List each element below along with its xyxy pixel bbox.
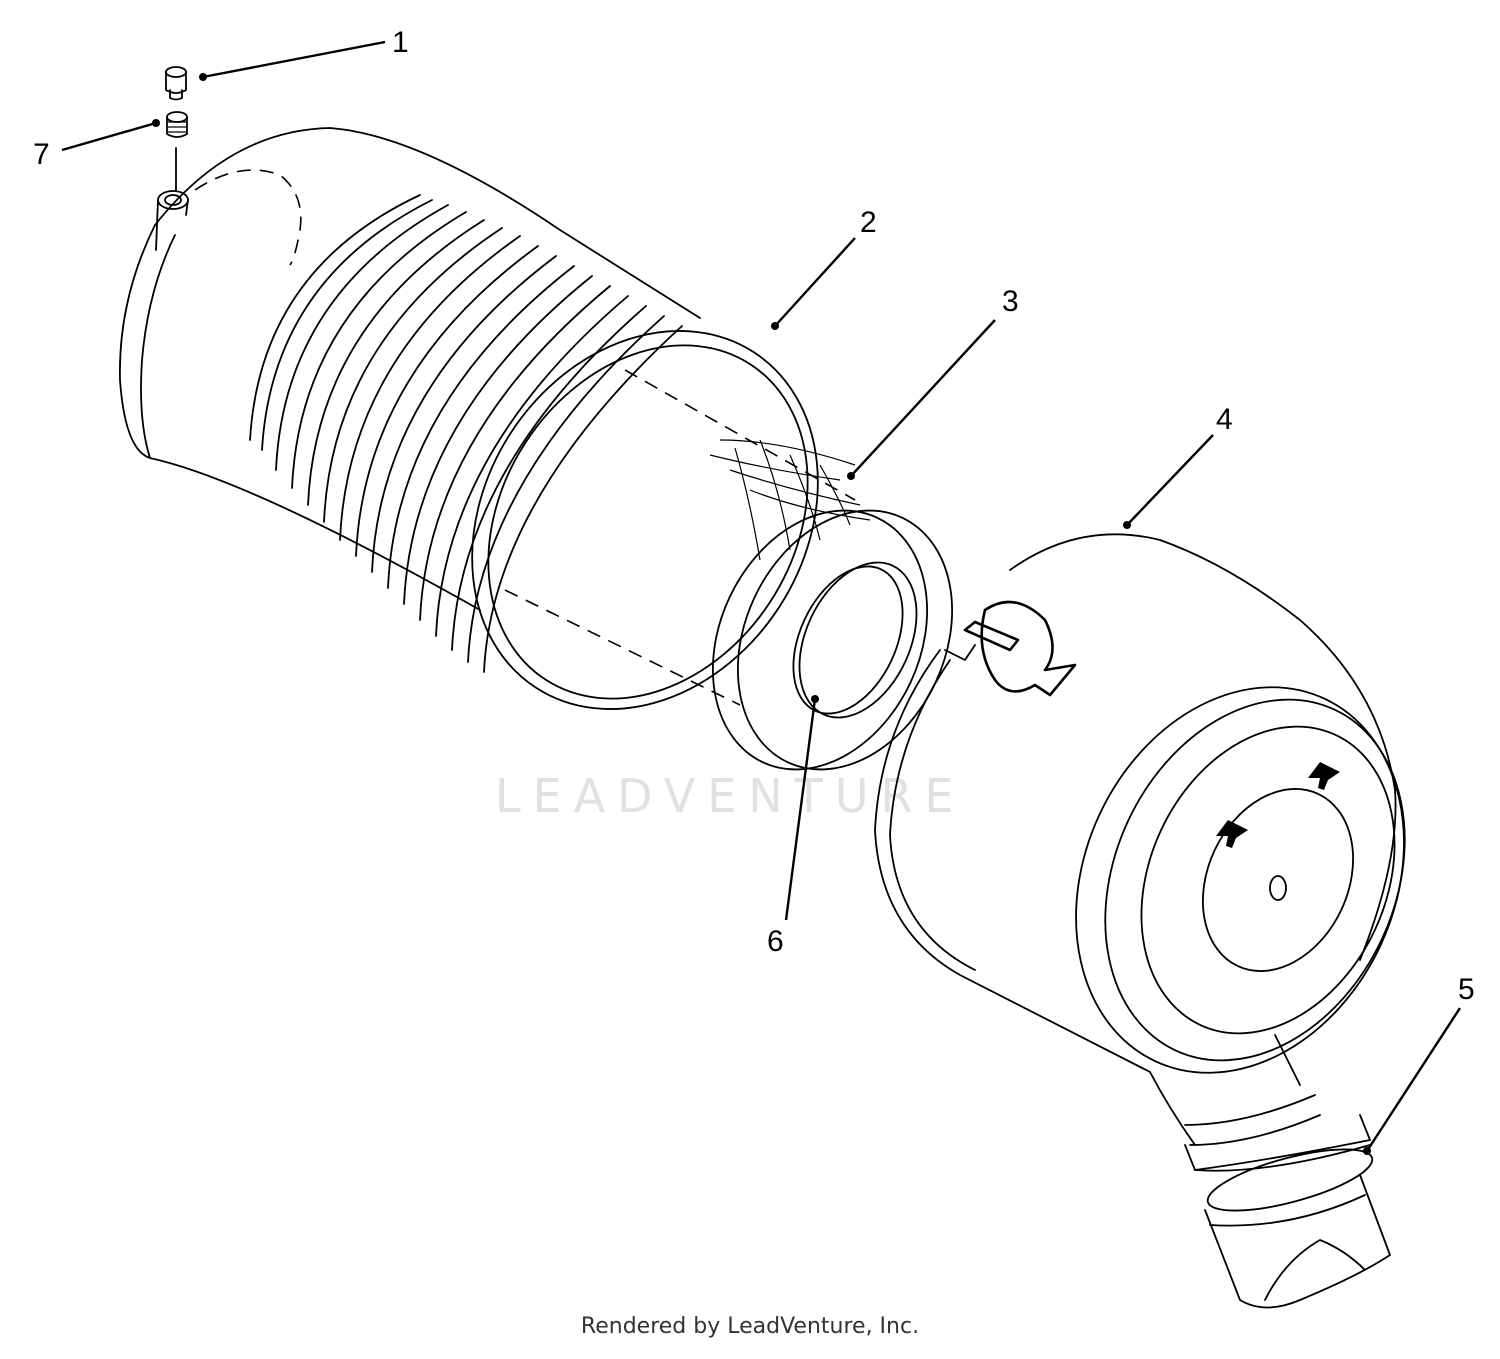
valve-fitting	[166, 111, 188, 138]
callout-1: 1	[199, 26, 409, 81]
plug-fitting	[165, 66, 187, 101]
watermark-text: LEADVENTURE	[495, 769, 966, 823]
callout-6-label: 6	[767, 925, 784, 958]
callout-4-label: 4	[1216, 403, 1233, 436]
callout-2-label: 2	[860, 206, 877, 239]
callout-7: 7	[33, 119, 160, 171]
callout-5-label: 5	[1458, 973, 1475, 1006]
filter-element	[504, 369, 953, 771]
callout-5: 5	[1363, 973, 1475, 1155]
seal-ring	[471, 330, 819, 710]
callout-2: 2	[771, 206, 877, 330]
air-cleaner-housing	[119, 127, 701, 673]
render-credit: Rendered by LeadVenture, Inc.	[580, 1314, 920, 1339]
callout-4: 4	[1123, 403, 1233, 529]
callout-3: 3	[847, 285, 1019, 480]
callout-3-label: 3	[1002, 285, 1019, 318]
air-cleaner-cover	[874, 533, 1406, 1146]
callout-6: 6	[767, 695, 819, 958]
callout-7-label: 7	[33, 138, 50, 171]
callout-1-label: 1	[392, 26, 409, 59]
inlet-elbow	[1184, 1114, 1391, 1309]
